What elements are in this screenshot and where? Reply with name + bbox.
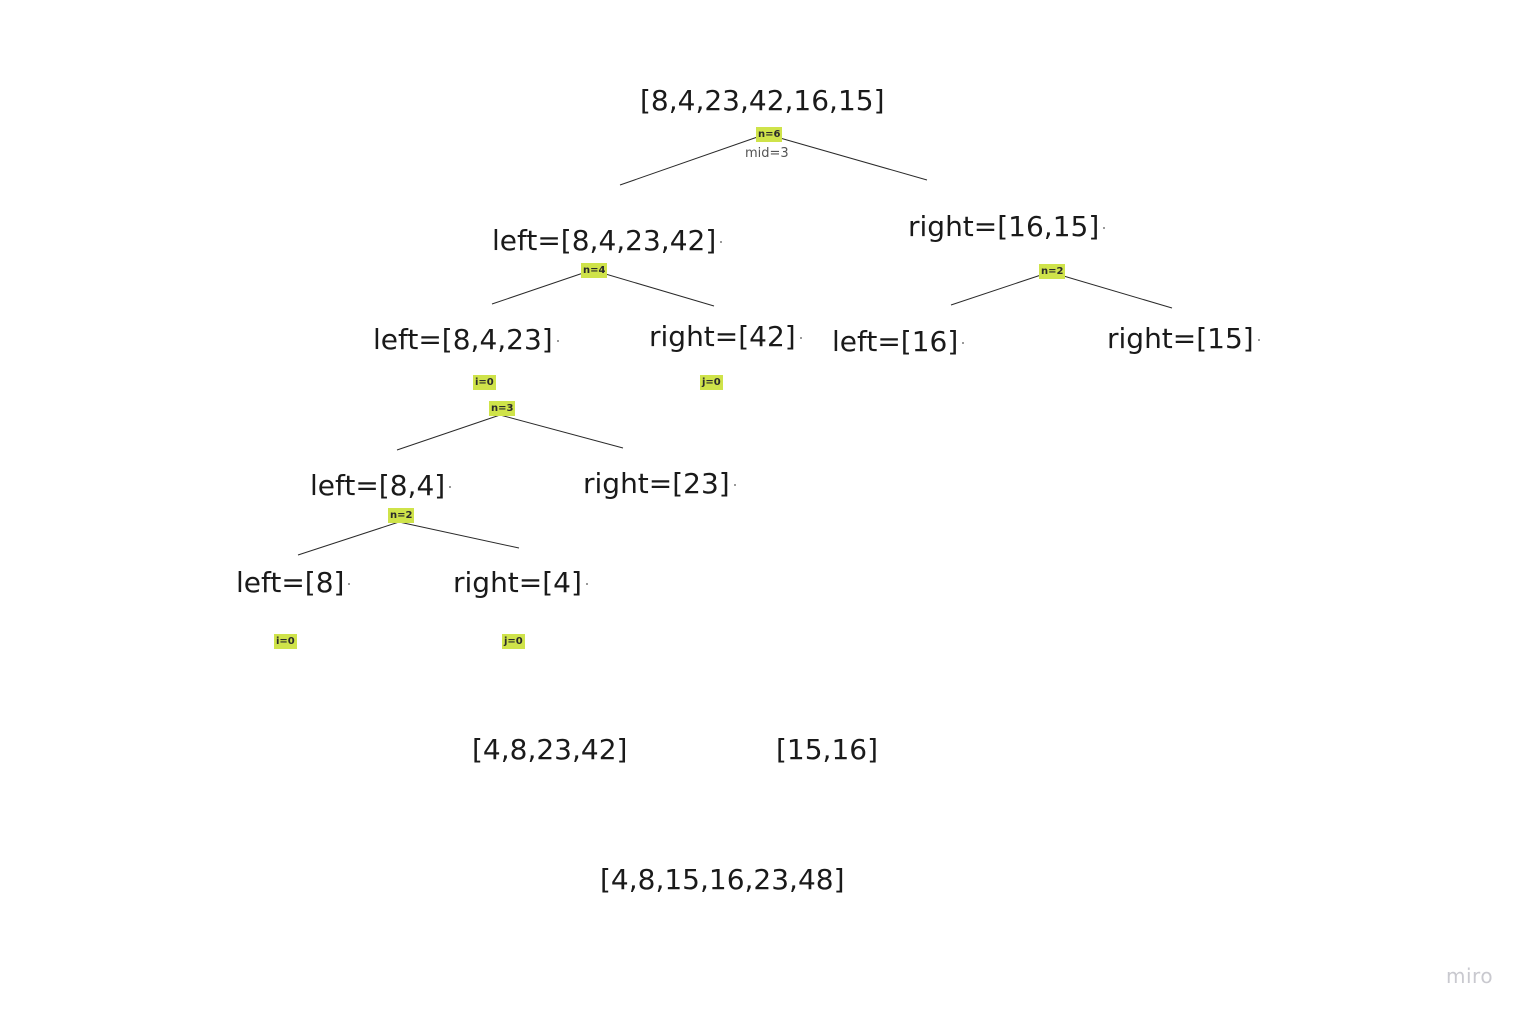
- connector-dot: [585, 583, 588, 585]
- tag-level2-i[interactable]: i=0: [473, 375, 496, 390]
- tag-level3-n[interactable]: n=2: [388, 508, 415, 523]
- edge-r1-left: [950, 271, 1051, 306]
- node-level3-right-label: right=[23]: [583, 467, 730, 500]
- edge-l1-right: [591, 269, 715, 307]
- connector-dot: [449, 486, 452, 488]
- connector-dot: [556, 340, 559, 342]
- node-level1-left[interactable]: left=[8,4,23,42]: [492, 224, 723, 258]
- connector-dot: [799, 337, 802, 339]
- edge-l2-left: [396, 414, 501, 451]
- node-level4-right-label: right=[4]: [453, 566, 582, 599]
- node-right-subtree-right-label: right=[15]: [1107, 322, 1254, 355]
- edge-root-left: [619, 133, 767, 186]
- tag-level4-j[interactable]: j=0: [502, 634, 525, 649]
- connector-dot: [720, 241, 723, 243]
- node-level1-right-label: right=[16,15]: [908, 210, 1100, 243]
- node-level1-right[interactable]: right=[16,15]: [908, 210, 1106, 244]
- node-level4-left-label: left=[8]: [236, 566, 345, 599]
- node-right-subtree-left[interactable]: left=[16]: [832, 325, 965, 359]
- tag-level2-n[interactable]: n=3: [489, 401, 516, 416]
- node-level2-left-label: left=[8,4,23]: [373, 323, 553, 356]
- node-level3-left[interactable]: left=[8,4]: [310, 469, 452, 503]
- node-level3-left-label: left=[8,4]: [310, 469, 446, 502]
- note-root-mid[interactable]: mid=3: [745, 146, 789, 161]
- node-root[interactable]: [8,4,23,42,16,15]: [640, 84, 885, 118]
- node-level2-right-label: right=[42]: [649, 320, 796, 353]
- node-level2-left[interactable]: left=[8,4,23]: [373, 323, 559, 357]
- connector-dot: [962, 342, 965, 344]
- node-level4-left[interactable]: left=[8]: [236, 566, 351, 600]
- node-level2-right[interactable]: right=[42]: [649, 320, 802, 354]
- node-right-subtree-right[interactable]: right=[15]: [1107, 322, 1260, 356]
- node-merged-left[interactable]: [4,8,23,42]: [472, 733, 627, 767]
- tag-level4-i[interactable]: i=0: [274, 634, 297, 649]
- tag-root-n[interactable]: n=6: [756, 127, 783, 142]
- edge-root-right: [765, 133, 928, 181]
- edge-l3-left: [297, 521, 400, 556]
- connector-dot: [1103, 227, 1106, 229]
- edge-l1-left: [491, 269, 593, 305]
- edge-l2-right: [499, 414, 624, 449]
- node-final-result[interactable]: [4,8,15,16,23,48]: [600, 863, 845, 897]
- node-merged-right[interactable]: [15,16]: [776, 733, 878, 767]
- node-level4-right[interactable]: right=[4]: [453, 566, 588, 600]
- tag-level1-left-n[interactable]: n=4: [581, 263, 608, 278]
- edge-l3-right: [398, 521, 520, 549]
- node-root-label: [8,4,23,42,16,15]: [640, 84, 885, 117]
- node-merged-right-label: [15,16]: [776, 733, 879, 766]
- node-final-result-label: [4,8,15,16,23,48]: [600, 863, 845, 896]
- connector-dot: [1257, 339, 1260, 341]
- miro-logo: miro: [1446, 964, 1494, 988]
- tag-level1-right-n[interactable]: n=2: [1039, 264, 1066, 279]
- node-level1-left-label: left=[8,4,23,42]: [492, 224, 717, 257]
- connector-dot: [733, 484, 736, 486]
- node-right-subtree-left-label: left=[16]: [832, 325, 959, 358]
- node-level3-right[interactable]: right=[23]: [583, 467, 736, 501]
- tag-level2-j[interactable]: j=0: [700, 375, 723, 390]
- connector-dot: [348, 583, 351, 585]
- edge-r1-right: [1049, 271, 1173, 309]
- node-merged-left-label: [4,8,23,42]: [472, 733, 628, 766]
